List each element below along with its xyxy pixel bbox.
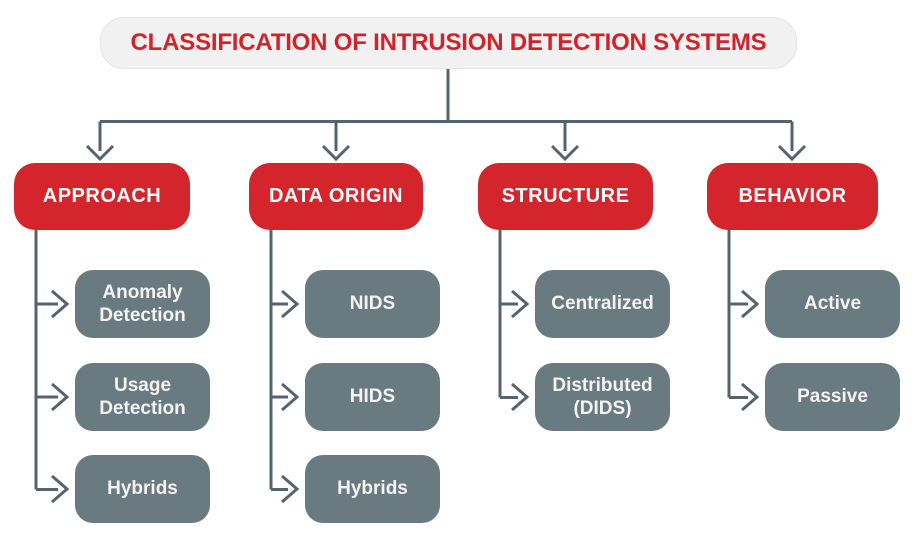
branch-drop-lines	[98, 121, 794, 151]
arrowhead-right-icon	[281, 289, 300, 319]
branch-node-behavior: BEHAVIOR	[707, 163, 878, 230]
leaf-node-nids: NIDS	[305, 270, 440, 338]
arrowhead-right-icon	[281, 382, 300, 412]
arrowhead-right-icon	[51, 474, 70, 504]
arrowhead-down-icon	[550, 144, 580, 162]
leaf-node-anomaly-detection: Anomaly Detection	[75, 270, 210, 338]
arrowhead-right-icon	[51, 289, 70, 319]
leaf-node-active: Active	[765, 270, 900, 338]
leaf-node-hids: HIDS	[305, 363, 440, 431]
arrowhead-down-icon	[85, 144, 115, 162]
leaf-node-hybrids-approach: Hybrids	[75, 455, 210, 523]
leaf-node-passive: Passive	[765, 363, 900, 431]
branch-node-structure: STRUCTURE	[478, 163, 653, 230]
branch-3-spine-line	[498, 230, 518, 399]
arrowhead-right-icon	[741, 289, 760, 319]
branch-2-spine-line	[269, 230, 288, 491]
arrowhead-right-icon	[51, 382, 70, 412]
arrowhead-right-icon	[511, 382, 530, 412]
arrowhead-right-icon	[741, 382, 760, 412]
branch-4-spine-line	[727, 230, 748, 399]
leaf-node-hybrids-data-origin: Hybrids	[305, 455, 440, 523]
branch-1-spine-line	[34, 230, 58, 491]
arrowhead-right-icon	[511, 289, 530, 319]
branch-node-approach: APPROACH	[14, 163, 190, 230]
arrowhead-down-icon	[777, 144, 807, 162]
root-node-title: CLASSIFICATION OF INTRUSION DETECTION SY…	[100, 17, 797, 69]
leaf-node-centralized: Centralized	[535, 270, 670, 338]
leaf-node-usage-detection: Usage Detection	[75, 363, 210, 431]
arrowhead-right-icon	[281, 474, 300, 504]
leaf-node-distributed-dids: Distributed (DIDS)	[535, 363, 670, 431]
branch-node-data-origin: DATA ORIGIN	[249, 163, 423, 230]
arrowhead-down-icon	[321, 144, 351, 162]
